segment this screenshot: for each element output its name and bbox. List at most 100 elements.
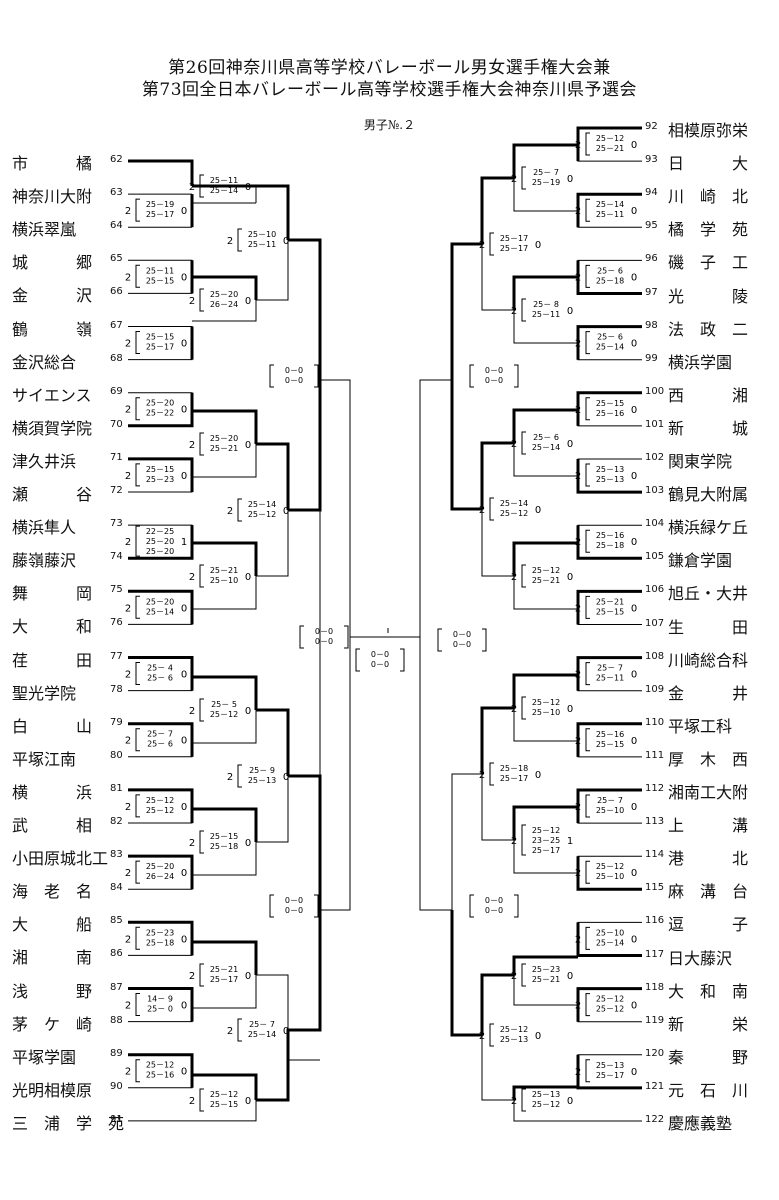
match-score-L2c-set: 25－21	[210, 444, 238, 453]
team-name: 市 橘	[12, 154, 93, 173]
match-score-L2g-bracket	[237, 498, 242, 522]
pending-score-bracket	[482, 628, 487, 652]
match-score-L3g-wins: 2	[227, 772, 233, 783]
team-name: 藤嶺藤沢	[12, 551, 77, 571]
match-score-R1d-set: 25－ 6	[597, 266, 623, 275]
bracket-line	[450, 380, 482, 511]
match-score-L2a-bracket	[135, 397, 140, 421]
match-score-L1b-set: 25－14	[210, 186, 238, 195]
bracket-line	[512, 805, 578, 840]
team-name: 金沢総合	[12, 352, 77, 372]
match-score-L2b-bracket	[135, 463, 140, 487]
pending-score-set: 0－0	[315, 627, 333, 636]
team-name: 金 井	[668, 683, 749, 703]
match-score-R3e-bracket	[585, 860, 590, 884]
match-score-R2b-losses: 0	[631, 471, 637, 482]
pending-score-set: 0－0	[485, 376, 503, 385]
bracket-line	[419, 379, 452, 637]
title-line-2: 第73回全日本バレーボール高等学校選手権大会神奈川県予選会	[141, 80, 638, 100]
team-name: 川崎総合科	[668, 650, 749, 670]
match-score-L4c-bracket	[199, 963, 204, 987]
match-score-L1f-losses: 0	[283, 236, 289, 247]
pending-score-bracket	[299, 625, 304, 649]
bracket-number: 男子№.２	[363, 118, 416, 132]
team-seed-number: 93	[645, 154, 658, 166]
match-score-L3c-losses: 0	[245, 706, 251, 717]
bracket-line	[128, 589, 194, 625]
team-name: 鶴見大附属	[668, 485, 749, 505]
match-score-R2d-bracket	[585, 529, 590, 553]
team-name: 横 浜	[12, 782, 93, 802]
bracket-line	[128, 656, 194, 691]
team-seed-number: 105	[645, 551, 665, 563]
match-score-R3b-bracket	[585, 728, 590, 752]
match-score-L2f-bracket	[199, 564, 204, 588]
bracket-line	[576, 525, 642, 560]
match-score-R1c-losses: 0	[567, 174, 573, 185]
match-score-L4b-bracket	[135, 993, 140, 1016]
match-score-L1b-losses: 0	[245, 182, 251, 193]
bracket-line	[512, 955, 578, 975]
match-score-R3d-bracket	[585, 794, 590, 818]
team-seed-number: 92	[645, 121, 658, 132]
pending-score-bracket	[269, 364, 274, 388]
bracket-line	[419, 637, 452, 911]
match-score-R2c-set: 25－14	[532, 443, 560, 452]
team-seed-number: 74	[110, 551, 123, 563]
match-score-L3a-losses: 0	[181, 670, 187, 681]
match-score-R1e-set: 25－ 6	[597, 333, 623, 342]
match-score-R2c-wins: 2	[511, 439, 517, 450]
match-score-L1d-set: 25－17	[146, 343, 174, 352]
match-score-R2b-bracket	[585, 463, 590, 487]
bracket-line	[576, 722, 642, 757]
match-score-L4c-set: 25－21	[210, 965, 238, 974]
match-score-L4b-set: 14－ 9	[147, 995, 173, 1004]
match-score-R2d-wins: 2	[575, 537, 581, 548]
team-seed-number: 83	[110, 849, 123, 861]
match-score-R1e-losses: 0	[631, 339, 637, 350]
match-score-L1f-set: 25－11	[248, 240, 276, 249]
team-name: 横須賀学院	[12, 418, 93, 438]
team-seed-number: 104	[645, 518, 665, 530]
match-score-L2e-bracket	[135, 595, 140, 619]
team-name: 元 石 川	[668, 1080, 749, 1100]
match-score-L3b-set: 25－ 7	[147, 730, 173, 739]
match-score-R3c-wins: 2	[511, 704, 517, 715]
match-score-R1d-losses: 0	[631, 272, 637, 283]
team-seed-number: 97	[645, 286, 658, 298]
team-seed-number: 103	[645, 485, 665, 497]
match-score-R3g-wins: 2	[479, 770, 485, 781]
team-name: 武 相	[12, 816, 93, 835]
match-score-R4a-losses: 0	[631, 934, 637, 945]
match-score-L1b-wins: 2	[189, 182, 195, 193]
match-score-R4b-set: 25－12	[596, 995, 624, 1004]
match-score-L3f-set: 25－15	[210, 832, 238, 841]
match-score-R3f-set: 23－25	[532, 836, 560, 845]
match-score-L1a-bracket	[135, 198, 140, 222]
team-name: 法 政 二	[668, 319, 749, 339]
team-name: 西 湘	[668, 385, 749, 405]
match-score-L2e-losses: 0	[181, 603, 187, 614]
match-score-R3g-set: 25－17	[500, 774, 528, 783]
match-score-L2b-set: 25－23	[146, 475, 174, 484]
match-score-L2e-wins: 2	[125, 603, 131, 614]
team-seed-number: 94	[645, 187, 658, 199]
match-score-R1e-wins: 2	[575, 339, 581, 350]
bracket-line	[128, 457, 194, 492]
match-score-R4d-bracket	[585, 1059, 590, 1083]
match-score-R4a-set: 25－14	[596, 938, 624, 947]
match-score-L2g-set: 25－14	[248, 500, 276, 509]
bracket-line	[576, 459, 642, 494]
match-score-L1f-set: 25－10	[248, 230, 276, 239]
match-score-R2b-set: 25－13	[596, 465, 624, 474]
team-seed-number: 98	[645, 319, 658, 331]
match-score-L1c-bracket	[135, 264, 140, 288]
match-score-L3f-bracket	[199, 830, 204, 854]
bracket-line	[512, 408, 578, 443]
match-score-R2g-losses: 0	[535, 505, 541, 516]
match-score-R4f-bracket	[489, 1023, 494, 1047]
match-score-R4f-losses: 0	[535, 1031, 541, 1042]
bracket-line	[192, 807, 258, 842]
match-score-R2c-bracket	[521, 431, 526, 455]
match-score-L1c-losses: 0	[181, 272, 187, 283]
